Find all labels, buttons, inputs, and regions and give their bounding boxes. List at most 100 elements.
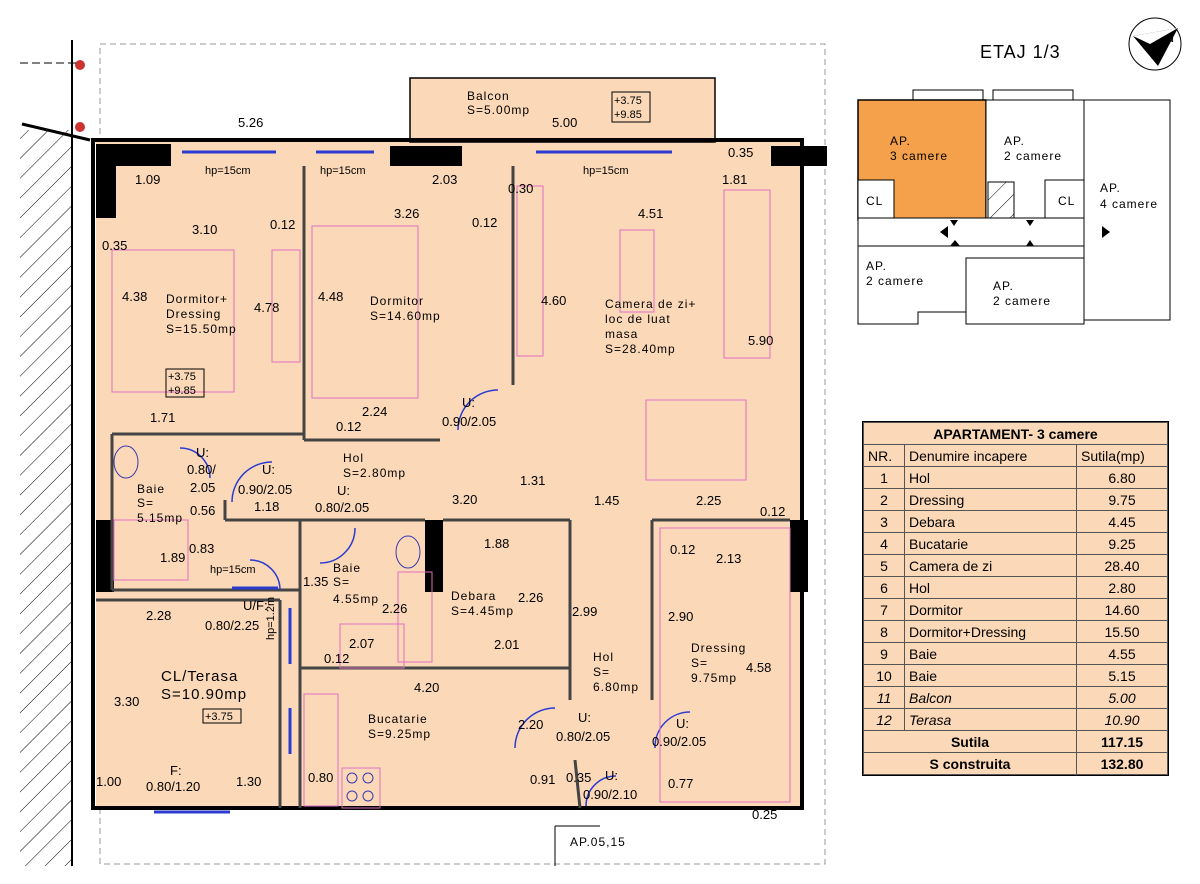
dimension-label: 3.30 [114,694,139,709]
legend-cell: Dressing [904,488,1077,511]
dimension-label: 4.48 [318,289,343,304]
svg-text:loc de luat: loc de luat [605,312,671,326]
dimension-label: 2.07 [349,636,374,651]
dimension-label: 1.35 [303,574,328,589]
legend-cell: 5.00 [1076,686,1168,709]
dimension-label: 0.35 [728,145,753,160]
legend-title: APARTAMENT- 3 camere [863,422,1168,445]
dimension-label: 0.80/ [187,462,216,477]
dimension-label: 0.35 [102,238,127,253]
svg-text:AP.: AP. [1100,181,1121,195]
svg-text:+9.85: +9.85 [614,109,642,121]
svg-text:U:: U: [605,768,618,783]
legend-cell: Hol [904,576,1077,599]
svg-text:Bucatarie: Bucatarie [368,712,428,726]
neighbor-hatch [20,130,72,866]
svg-text:hp=15cm: hp=15cm [320,165,366,177]
dimension-label: 0.12 [760,504,785,519]
svg-text:+3.75: +3.75 [614,95,642,107]
legend-cell: 4.45 [1076,510,1168,533]
svg-text:S=: S= [333,575,350,589]
dimension-label: 2.26 [382,601,407,616]
dimension-label: 4.51 [638,206,663,221]
dimension-label: 1.30 [236,774,261,789]
legend-cell: 10.90 [1076,708,1168,731]
room-baie-stanga: Baie S= 5.15mp [137,482,182,525]
dimension-label: 3.10 [192,222,217,237]
dimension-label: 2.05 [190,480,215,495]
dimension-label: 1.45 [594,493,619,508]
svg-text:4 camere: 4 camere [1100,197,1158,211]
dimension-label: 1.89 [160,550,185,565]
svg-text:hp=15cm: hp=15cm [205,165,251,177]
dimension-label: 0.35 [566,770,591,785]
room-camera-de-zi: Camera de zi+ loc de luat masa S=28.40mp [605,297,695,356]
svg-text:Hol: Hol [343,451,364,465]
legend-cell: Baie [904,642,1077,665]
grid-marker [75,60,85,70]
svg-text:2 camere: 2 camere [866,274,924,288]
legend-cell: Balcon [904,686,1077,709]
dimension-label: 1.00 [96,774,121,789]
dimension-label: 4.60 [541,293,566,308]
dimension-label: 1.81 [722,172,747,187]
svg-text:CL: CL [1058,194,1075,208]
dimension-label: 2.20 [518,717,543,732]
legend-cell: Dormitor [904,598,1077,621]
dimension-label: 1.31 [520,473,545,488]
dimension-label: 4.78 [254,300,279,315]
legend-cell: S construita [863,752,1077,775]
dimension-label: 0.30 [508,181,533,196]
legend-cell: 9 [863,642,905,665]
dimension-label: 0.90/2.10 [583,787,637,802]
dimension-label: 2.99 [572,604,597,619]
svg-text:+3.75: +3.75 [168,371,196,383]
dimension-label: 0.80/2.05 [556,729,610,744]
svg-text:S=: S= [593,665,610,679]
dimension-label: 0.12 [324,651,349,666]
room-balcon: Balcon S=5.00mp +3.75 +9.85 [467,89,651,123]
svg-text:Debara: Debara [451,589,496,603]
grid-marker [75,122,85,132]
svg-text:S=14.60mp: S=14.60mp [370,309,441,323]
dimension-label: 1.88 [484,536,509,551]
svg-text:Dressing: Dressing [166,307,221,321]
svg-text:AP.05,15: AP.05,15 [570,835,626,849]
dimension-label: 2.25 [696,493,721,508]
legend-cell: 6 [863,576,905,599]
dimension-label: 2.03 [432,172,457,187]
room-dormitor: Dormitor S=14.60mp [370,294,441,323]
dimension-label: 4.58 [746,660,771,675]
svg-text:6.80mp: 6.80mp [593,680,639,694]
room-terasa: CL/Terasa S=10.90mp +3.75 [161,668,246,724]
legend-cell: 1 [863,466,905,489]
svg-text:S=15.50mp: S=15.50mp [166,322,237,336]
svg-text:AP.: AP. [1004,134,1025,148]
dimension-label: 3.26 [394,206,419,221]
room-area: S=5.00mp [467,103,530,117]
svg-text:U/F:: U/F: [243,598,268,613]
room-dressing: Dressing S= 9.75mp [691,641,745,685]
dimension-label: 0.91 [530,772,555,787]
svg-text:CL: CL [866,194,883,208]
svg-text:U:: U: [262,462,275,477]
legend-cell: 4.55 [1076,642,1168,665]
svg-text:Baie: Baie [137,482,165,496]
svg-text:2 camere: 2 camere [993,294,1051,308]
legend-cell: 132.80 [1076,752,1168,775]
room-dormitor-dressing: Dormitor+ Dressing S=15.50mp +3.75 +9.85 [165,292,237,398]
floor-label: ETAJ 1/3 [980,42,1061,62]
svg-text:S=2.80mp: S=2.80mp [343,466,406,480]
svg-text:3 camere: 3 camere [890,149,948,163]
dimension-label: 5.90 [748,333,773,348]
legend-cell: Dormitor+Dressing [904,620,1077,643]
